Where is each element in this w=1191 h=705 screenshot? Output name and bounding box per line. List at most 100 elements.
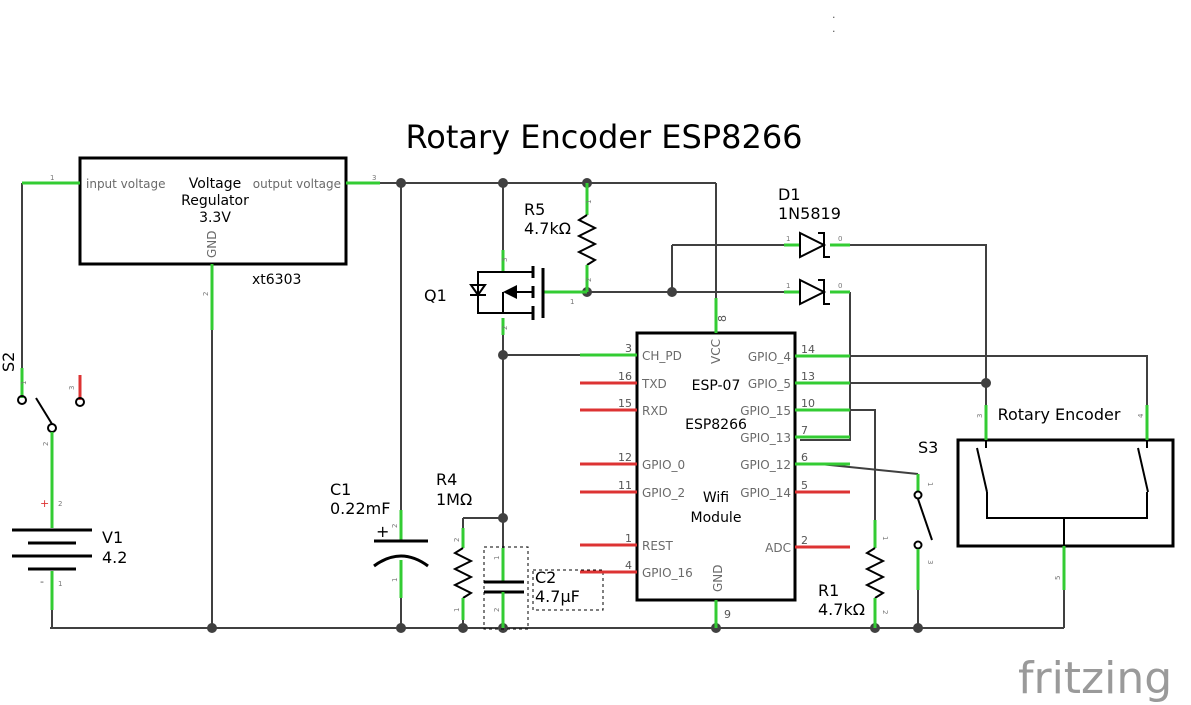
regulator-pin1-num: 1 xyxy=(50,174,54,182)
r1-zigzag xyxy=(864,547,886,599)
esp-left-pin-label: TXD xyxy=(641,377,667,391)
corner-mark-bottom: . xyxy=(832,22,836,35)
regulator-pin2-num: 2 xyxy=(202,292,210,296)
esp-left-pin-label: GPIO_0 xyxy=(642,458,685,472)
esp-right-pin-num: 5 xyxy=(801,479,808,492)
regulator-input-label: input voltage xyxy=(86,177,166,191)
s3-pin3-num: 3 xyxy=(926,560,934,564)
switch-s2: S2 1 3 2 xyxy=(0,352,85,485)
d1-ref: D1 xyxy=(778,185,801,204)
c1-value: 0.22mF xyxy=(330,499,390,518)
esp-right-pin-num: 13 xyxy=(801,370,815,383)
r4-pin2-num: 2 xyxy=(453,538,461,542)
capacitor-c2: 1 2 C2 4.7µF xyxy=(483,546,604,630)
r1-pin2-num: 2 xyxy=(881,610,889,614)
esp-left-pin-label: CH_PD xyxy=(642,349,682,363)
diode-d1: 1 0 1 0 D1 1N5819 xyxy=(778,185,850,306)
wire-diode2-gpio13 xyxy=(800,292,851,441)
c2-label-box xyxy=(532,569,604,611)
esp-gnd-label: GND xyxy=(711,564,725,592)
esp8266-module: 8 VCC GND 9 ESP-07 ESP8266 Wifi Module 3… xyxy=(580,298,850,628)
esp-name: ESP-07 xyxy=(692,378,741,394)
encoder-pin3-num: 3 xyxy=(976,414,984,418)
d1-value: 1N5819 xyxy=(778,204,841,223)
voltage-regulator: 1 3 2 input voltage output voltage GND V… xyxy=(22,156,380,330)
junction-dot xyxy=(498,178,508,188)
encoder-switch-a xyxy=(976,447,988,493)
encoder-switch-b xyxy=(1137,447,1149,493)
c1-ref: C1 xyxy=(330,480,351,499)
s2-pin1-num: 1 xyxy=(20,381,28,385)
junction-dot xyxy=(396,178,406,188)
esp-right-pin-label: GPIO_12 xyxy=(740,458,791,472)
c1-pin1-num: 1 xyxy=(391,578,399,582)
c2-pin2-num: 2 xyxy=(493,608,501,612)
esp-right-pin-num: 14 xyxy=(801,343,815,356)
encoder-pin4-num: 4 xyxy=(1137,413,1145,418)
junction-dot xyxy=(981,378,991,388)
esp-vcc-num: 8 xyxy=(716,315,729,322)
r1-pin1-num: 1 xyxy=(881,536,889,540)
d1a-pin0-num: 0 xyxy=(838,235,842,243)
esp-right-pin-num: 10 xyxy=(801,397,815,410)
encoder-label: Rotary Encoder xyxy=(998,405,1121,424)
esp-right-pin-label: ADC xyxy=(765,541,791,555)
d1b-triangle xyxy=(799,278,827,306)
junction-dot xyxy=(207,623,217,633)
s2-contact-2 xyxy=(47,423,57,433)
d1a-pin1-num: 1 xyxy=(786,235,790,243)
esp-right-pin-num: 6 xyxy=(801,451,808,464)
esp-wifi: Wifi xyxy=(703,490,729,506)
d1b-pin0-num: 0 xyxy=(838,282,842,290)
esp-left-pin-num: 16 xyxy=(618,370,632,383)
q1-pin3-num: 3 xyxy=(501,258,509,262)
junction-dot xyxy=(667,287,677,297)
regulator-label-2: Regulator xyxy=(181,193,249,209)
esp-left-pin-num: 1 xyxy=(625,532,632,545)
s2-contact-1 xyxy=(17,395,27,405)
encoder-common-bus xyxy=(986,492,1148,519)
r4-ref: R4 xyxy=(436,470,457,489)
esp-left-pin-num: 3 xyxy=(625,342,632,355)
r5-pin2-num: 2 xyxy=(585,278,593,282)
esp-right-pin-label: GPIO_4 xyxy=(748,350,791,364)
q1-body-diode xyxy=(469,284,487,297)
regulator-label-1: Voltage xyxy=(189,176,242,192)
v1-value: 4.2 xyxy=(102,548,127,567)
esp-right-pin-label: GPIO_5 xyxy=(748,377,791,391)
s2-contact-3 xyxy=(75,397,85,407)
q1-arrow xyxy=(503,285,517,299)
c2-pin1-num: 1 xyxy=(493,556,501,560)
junction-dot xyxy=(498,513,508,523)
resistor-r4: R4 1MΩ 2 1 xyxy=(436,470,474,628)
rotary-encoder: Rotary Encoder 3 4 5 xyxy=(956,405,1175,590)
esp-gnd-num: 9 xyxy=(724,608,731,621)
v1-plus-sign: + xyxy=(40,497,49,510)
d1b-pin1-num: 1 xyxy=(786,282,790,290)
esp-vcc-label: VCC xyxy=(709,339,723,364)
esp-module: Module xyxy=(691,510,742,526)
r1-value: 4.7kΩ xyxy=(818,600,865,619)
v1-minus-sign: - xyxy=(40,575,44,588)
d1b-cathode-bar xyxy=(818,279,830,305)
r4-pin1-num: 1 xyxy=(453,608,461,612)
wire-gpio15-r1 xyxy=(820,409,876,535)
encoder-pin5-num: 5 xyxy=(1054,576,1062,580)
esp-left-pin-label: RXD xyxy=(642,404,668,418)
q1-pin1-num: 1 xyxy=(570,298,574,306)
esp-left-pin-num: 15 xyxy=(618,397,632,410)
wire-gpio4-encoder xyxy=(820,355,1148,405)
c1-plate-curved xyxy=(373,554,429,568)
d1a-triangle xyxy=(799,231,827,259)
q1-diode-frame xyxy=(477,271,503,314)
esp-right-pin-label: GPIO_13 xyxy=(740,431,791,445)
s2-lever xyxy=(35,397,53,425)
esp-left-pin-label: GPIO_2 xyxy=(642,486,685,500)
s3-contact-3 xyxy=(913,540,923,550)
s2-ref: S2 xyxy=(0,352,18,372)
s3-lever xyxy=(917,498,933,541)
capacitor-c1: + 2 1 C1 0.22mF xyxy=(330,480,429,628)
r5-value: 4.7kΩ xyxy=(524,219,571,238)
r4-zigzag xyxy=(452,547,474,599)
